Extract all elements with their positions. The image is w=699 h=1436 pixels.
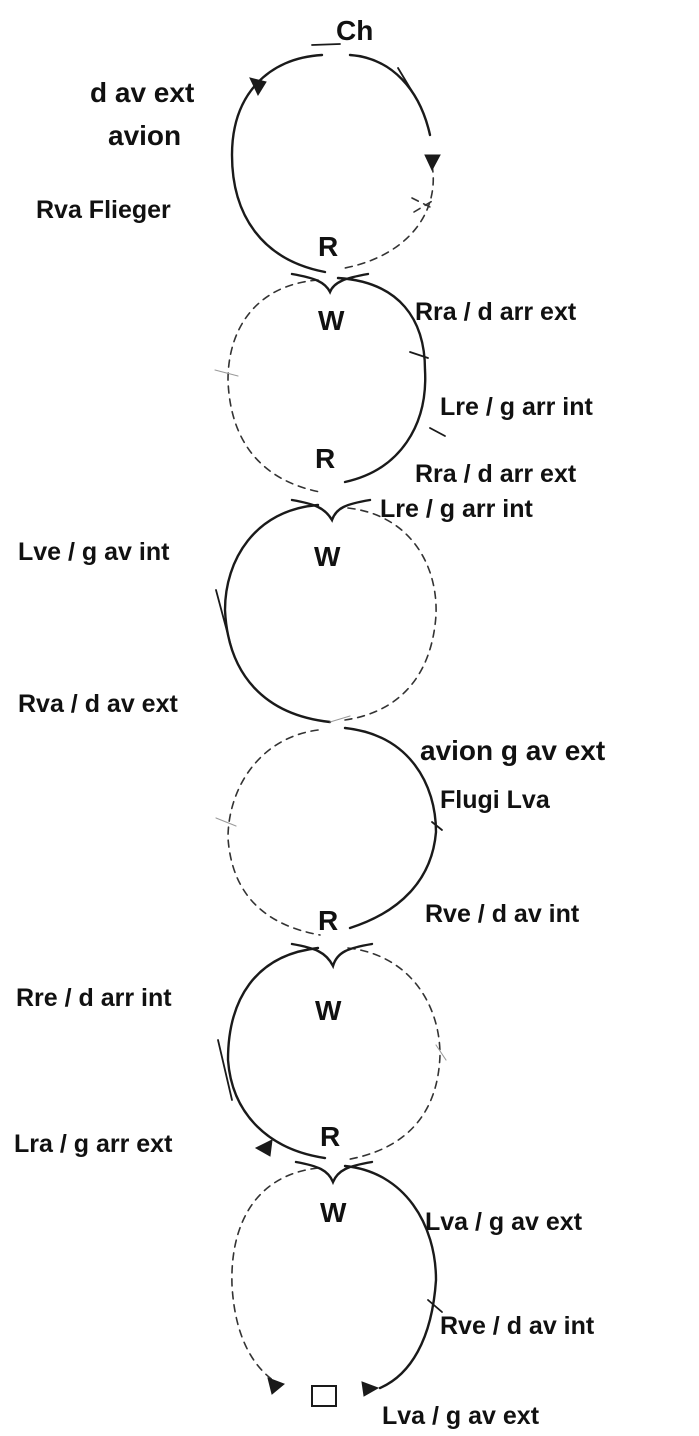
circle-6 xyxy=(231,1164,443,1407)
label-rra-d-arr-ext-2: Rra / d arr ext xyxy=(415,460,577,488)
circle-4-right-tick xyxy=(431,821,443,831)
label-flugi-lva: Flugi Lva xyxy=(440,786,551,814)
label-r-4: R xyxy=(320,1121,340,1152)
circle-5 xyxy=(217,946,447,1161)
label-rre-d-arr-int: Rre / d arr int xyxy=(16,984,172,1012)
junction-3-cusp xyxy=(290,942,374,970)
label-lre-g-arr-int-1: Lre / g arr int xyxy=(440,393,593,421)
label-rva-flieger: Rva Flieger xyxy=(36,196,171,224)
label-w-3: W xyxy=(315,995,342,1026)
circle-6-arrow-bottom-left xyxy=(267,1377,285,1395)
label-rve-d-av-int-1: Rve / d av int xyxy=(425,900,580,928)
label-rva-d-av-ext: Rva / d av ext xyxy=(18,690,178,718)
circle-1 xyxy=(230,43,441,274)
label-r-1: R xyxy=(318,231,338,262)
label-rve-d-av-int-2: Rve / d av int xyxy=(440,1312,595,1340)
label-lve-g-av-int: Lve / g av int xyxy=(18,538,170,566)
circle-1-solid-tracing-right xyxy=(348,53,432,137)
circle-6-right-tick xyxy=(427,1299,443,1313)
label-avion: avion xyxy=(108,120,181,151)
circle-2-right-tick-lower xyxy=(429,427,446,437)
circle-2 xyxy=(214,276,446,493)
circle-1-upper-right-tick xyxy=(397,67,417,99)
label-ch: Ch xyxy=(336,15,373,46)
circle-3-solid-tracing xyxy=(223,503,332,724)
label-r-3: R xyxy=(318,905,338,936)
circle-1-arrow-top-left xyxy=(249,77,267,97)
circle-1-solid-tracing xyxy=(230,53,327,274)
circle-2-solid-tracing xyxy=(336,276,427,484)
circle-3 xyxy=(215,503,437,724)
label-rra-d-arr-ext-1: Rra / d arr ext xyxy=(415,298,577,326)
junction-1-cusp xyxy=(290,272,370,295)
circle-4-solid-tracing xyxy=(343,726,438,930)
junctions xyxy=(290,272,374,1186)
label-avion-g-av-ext: avion g av ext xyxy=(420,735,605,766)
circle-5-solid-tracing xyxy=(226,946,327,1160)
label-w-2: W xyxy=(314,541,341,572)
circle-1-arrow-right xyxy=(424,154,441,172)
circle-2-right-tick xyxy=(409,351,429,359)
label-lra-g-arr-ext: Lra / g arr ext xyxy=(14,1130,173,1158)
circle-2-dashed-tracing xyxy=(227,279,321,493)
circle-4-dashed-tracing xyxy=(227,729,321,936)
junction-4-cusp xyxy=(294,1160,374,1186)
circle-6-dashed-tracing xyxy=(231,1167,319,1386)
circle-6-solid-tracing xyxy=(343,1164,438,1390)
circle-4 xyxy=(215,726,443,936)
labels: Ch d av ext avion Rva Flieger R W Rra / … xyxy=(14,15,605,1430)
label-d-av-ext: d av ext xyxy=(90,77,194,108)
circle-6-start-box xyxy=(311,1385,337,1407)
circle-2-left-tick xyxy=(214,369,239,377)
circle-1-top-tick xyxy=(311,43,341,46)
circle-3-dashed-tracing xyxy=(344,507,437,721)
label-lva-g-av-ext-2: Lva / g av ext xyxy=(382,1402,540,1430)
circle-3-bottom-tick xyxy=(329,715,351,723)
circle-3-left-tick xyxy=(215,589,233,651)
label-lre-g-arr-int-2: Lre / g arr int xyxy=(380,495,533,523)
label-w-4: W xyxy=(320,1197,347,1228)
circle-6-arrow-bottom-right xyxy=(361,1381,380,1397)
circle-1-dashed-tracing xyxy=(344,164,434,269)
circle-5-left-tick xyxy=(217,1039,233,1101)
circle-5-dashed-tracing xyxy=(344,947,441,1161)
circle-4-left-tick xyxy=(215,817,237,827)
circle-5-arrow-lower-left xyxy=(254,1139,273,1157)
junction-2-cusp xyxy=(290,498,372,523)
circle-1-dotted-mark xyxy=(411,197,435,213)
label-w-1: W xyxy=(318,305,345,336)
circle-5-right-tick xyxy=(435,1044,447,1061)
label-lva-g-av-ext-1: Lva / g av ext xyxy=(425,1208,583,1236)
label-r-2: R xyxy=(315,443,335,474)
